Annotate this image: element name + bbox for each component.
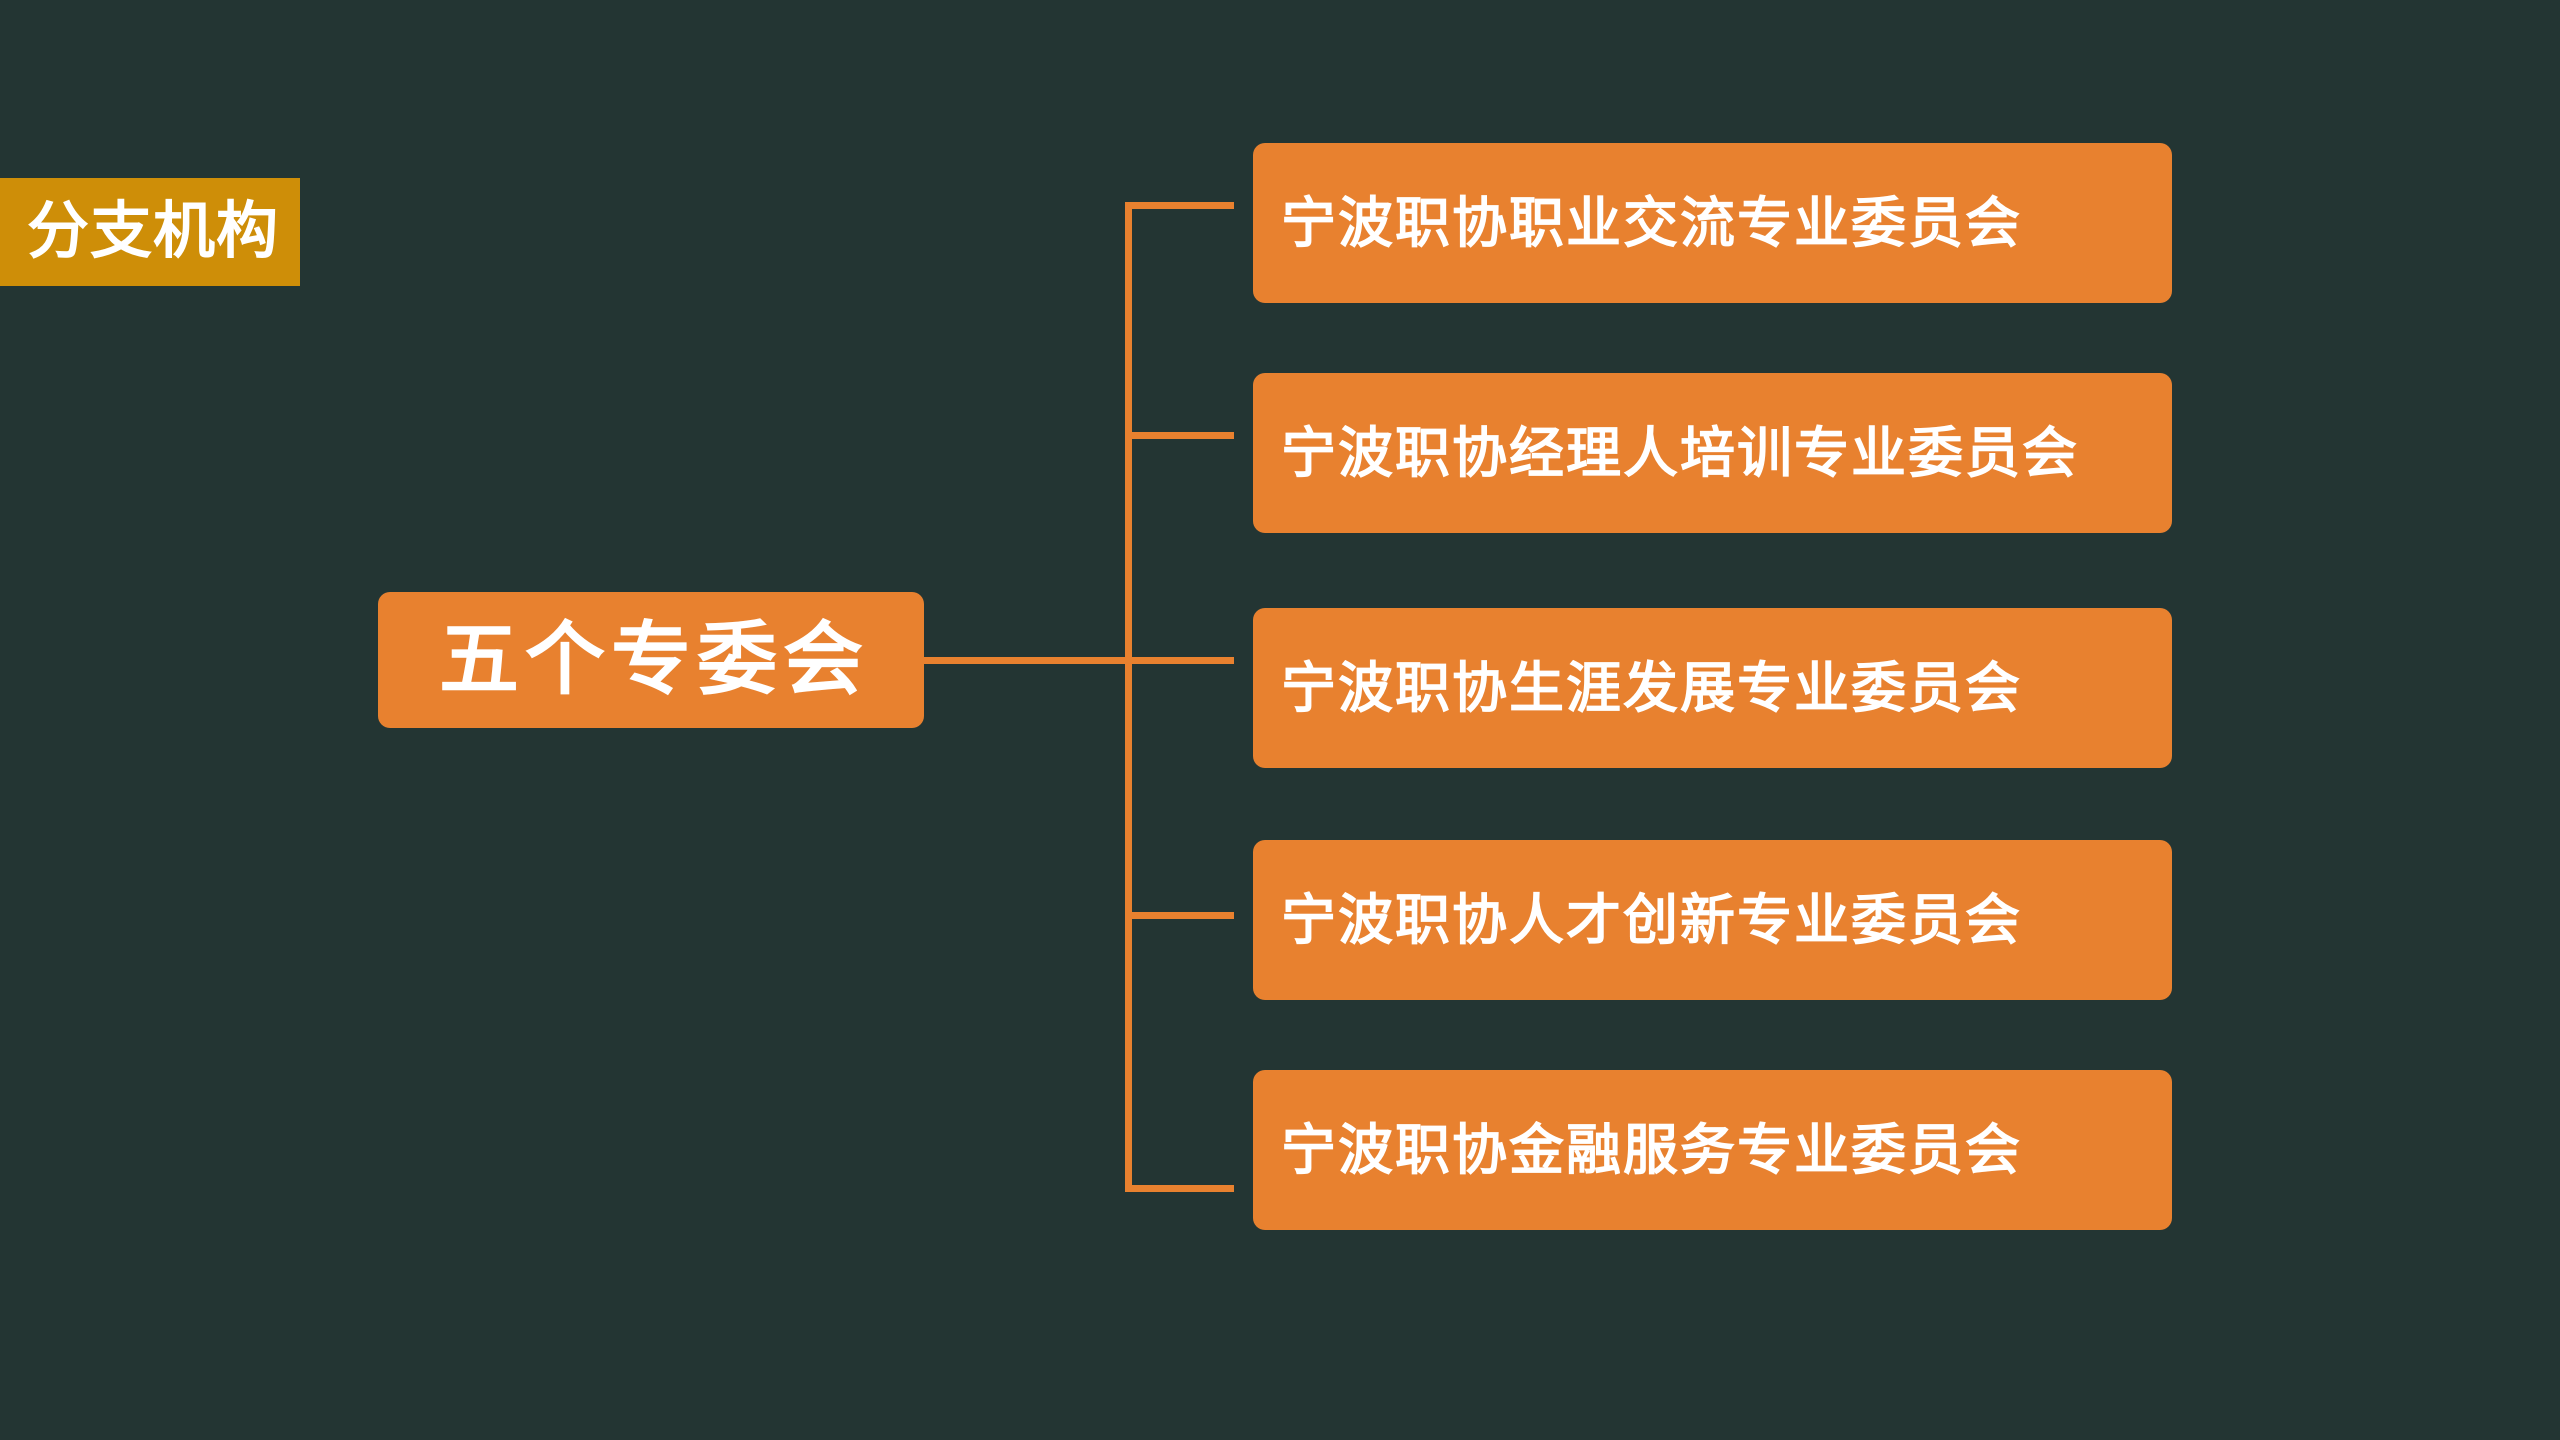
connector-branch-4 bbox=[1125, 912, 1234, 919]
connector-root-stub bbox=[924, 657, 1132, 664]
leaf-node-2[interactable]: 宁波职协经理人培训专业委员会 bbox=[1253, 373, 2172, 533]
leaf-node-4[interactable]: 宁波职协人才创新专业委员会 bbox=[1253, 840, 2172, 1000]
connector-branch-1 bbox=[1125, 202, 1234, 209]
leaf-node-5[interactable]: 宁波职协金融服务专业委员会 bbox=[1253, 1070, 2172, 1230]
section-badge-label: 分支机构 bbox=[26, 197, 279, 266]
section-badge: 分支机构 bbox=[0, 178, 300, 286]
leaf-node-2-label: 宁波职协经理人培训专业委员会 bbox=[1281, 421, 2080, 484]
root-node-five-committees[interactable]: 五个专委会 bbox=[378, 592, 924, 728]
connector-branch-5 bbox=[1125, 1185, 1234, 1192]
leaf-node-1[interactable]: 宁波职协职业交流专业委员会 bbox=[1253, 143, 2172, 303]
leaf-node-5-label: 宁波职协金融服务专业委员会 bbox=[1281, 1118, 2023, 1181]
root-node-label: 五个专委会 bbox=[439, 615, 869, 704]
leaf-node-1-label: 宁波职协职业交流专业委员会 bbox=[1281, 191, 2023, 254]
leaf-node-3[interactable]: 宁波职协生涯发展专业委员会 bbox=[1253, 608, 2172, 768]
leaf-node-4-label: 宁波职协人才创新专业委员会 bbox=[1281, 888, 2023, 951]
connector-trunk bbox=[1125, 202, 1132, 1192]
leaf-node-3-label: 宁波职协生涯发展专业委员会 bbox=[1281, 656, 2023, 719]
connector-branch-2 bbox=[1125, 432, 1234, 439]
connector-branch-3 bbox=[1125, 657, 1234, 664]
